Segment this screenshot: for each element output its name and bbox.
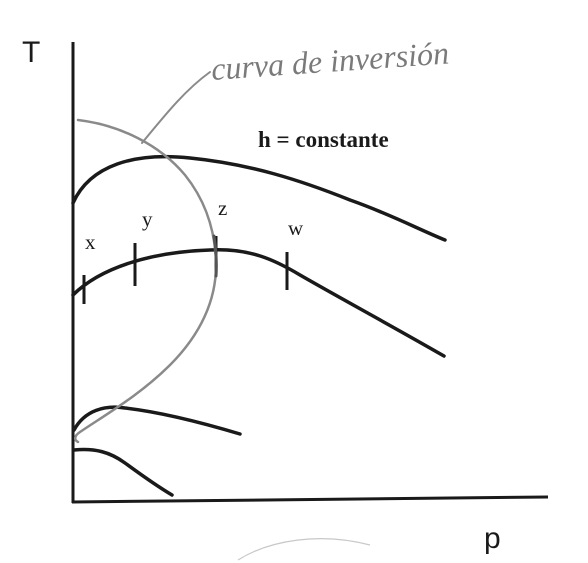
point-label-x: x [85, 230, 96, 254]
inversion-curve-pointer [141, 71, 211, 144]
inversion-curve [74, 71, 218, 444]
isenthalp-curve-4 [72, 447, 174, 497]
x-axis [71, 495, 549, 504]
isenthalp-curve-1 [71, 154, 447, 242]
inversion-label: curva de inversión [210, 34, 450, 87]
point-label-w: w [288, 216, 304, 240]
inversion-curve-overlay [212, 234, 218, 278]
isenthalp-curve-2 [71, 248, 446, 358]
scan-artifact [237, 538, 371, 561]
inversion-curve-path [74, 118, 218, 444]
isenthalp-curve-3 [72, 405, 242, 436]
axis-x-label: p [484, 522, 501, 555]
point-label-y: y [142, 207, 153, 231]
isenthalpic-curves [71, 154, 447, 497]
point-label-z: z [218, 196, 227, 220]
axes [71, 42, 549, 504]
axis-y-label: T [22, 36, 40, 69]
enthalpy-label: h = constante [258, 127, 389, 152]
